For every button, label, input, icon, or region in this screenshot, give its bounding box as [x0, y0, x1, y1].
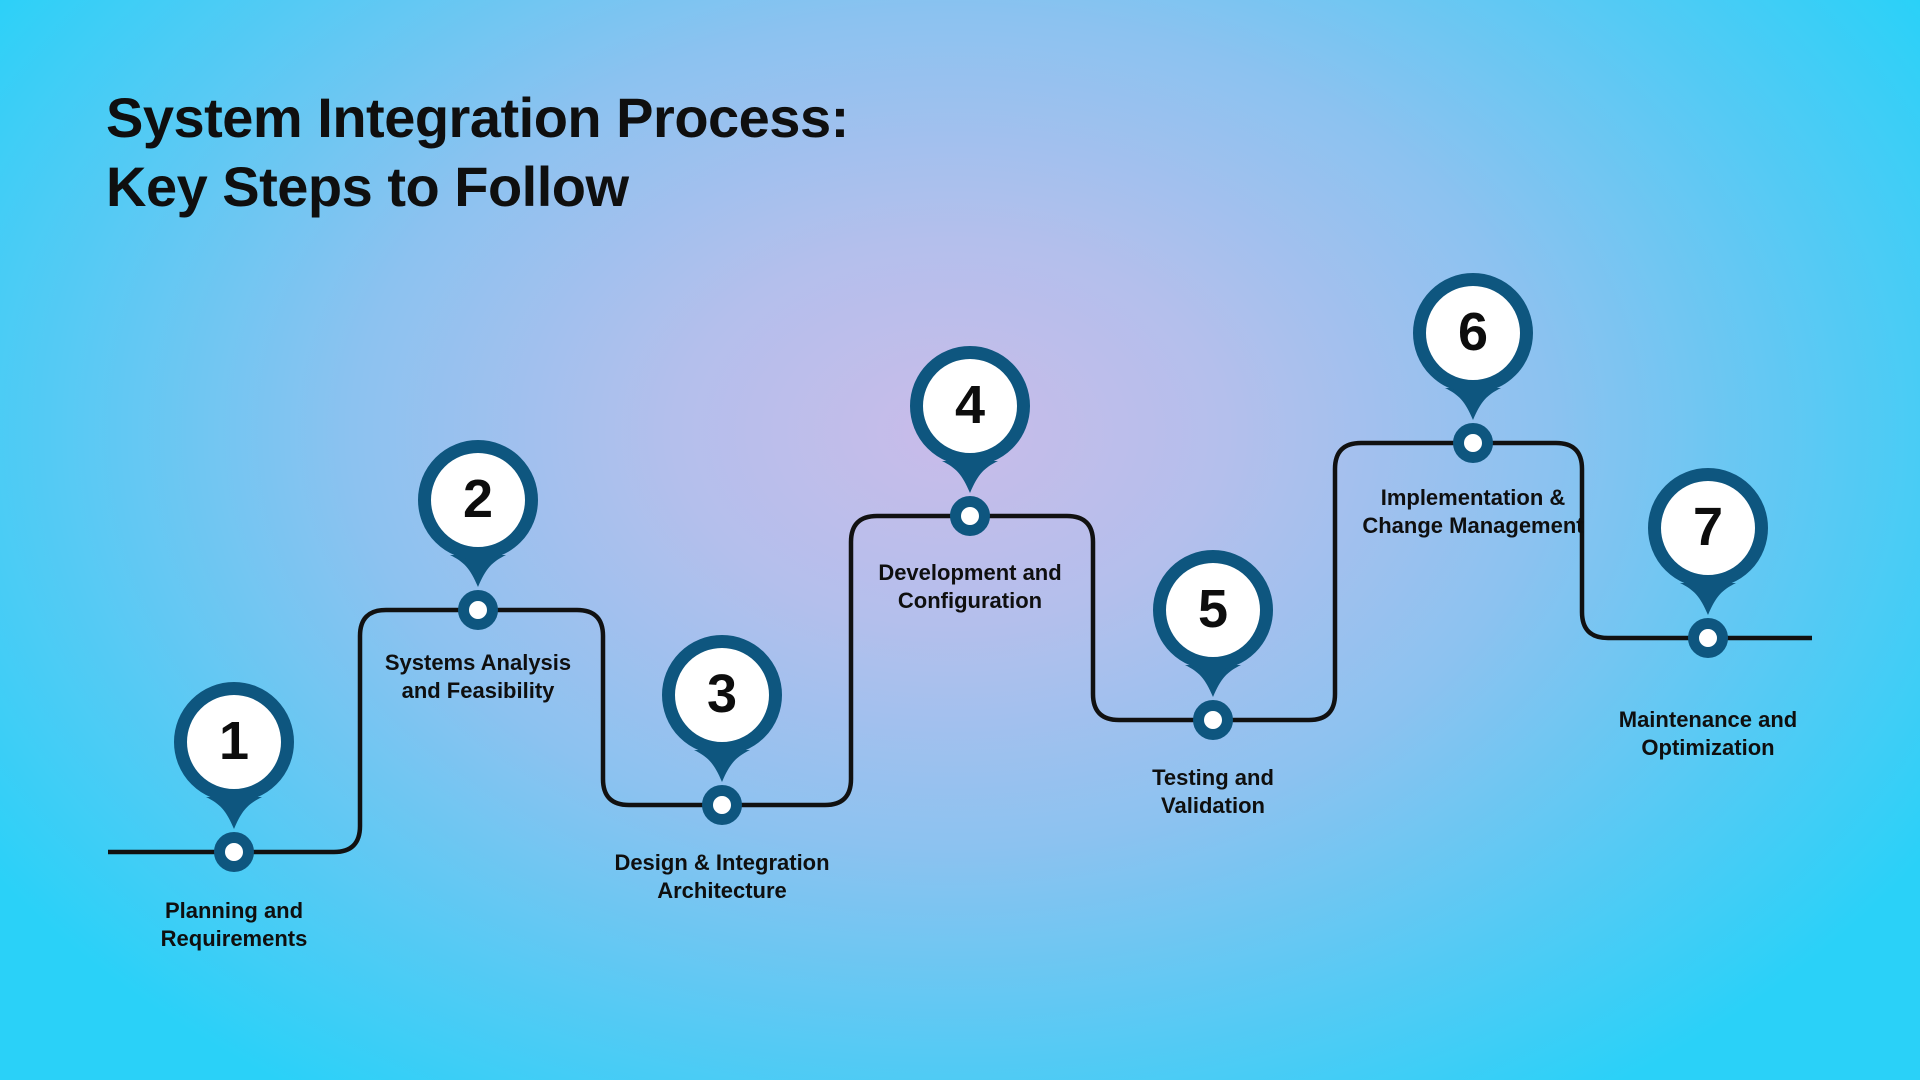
pin-tail-shape	[450, 555, 506, 587]
step-number: 5	[1197, 579, 1229, 639]
step-label-line: and Feasibility	[401, 678, 555, 703]
step-number: 2	[462, 469, 494, 529]
step-number: 6	[1457, 302, 1489, 362]
pin-tail-shape	[942, 461, 998, 493]
step-pin: 7	[1648, 468, 1768, 588]
step-pin: 5	[1153, 550, 1273, 670]
pin-tail	[1185, 665, 1241, 697]
step-label-line: Systems Analysis	[384, 650, 572, 675]
step-label-line: Development and	[878, 560, 1062, 585]
step-pin: 6	[1413, 273, 1533, 393]
step-dot	[1453, 423, 1493, 463]
step-pin: 4	[910, 346, 1030, 466]
step-number: 3	[706, 664, 738, 724]
step-pin: 1	[174, 682, 294, 802]
step-pin: 2	[418, 440, 538, 560]
step-label: Systems Analysis and Feasibility	[318, 649, 638, 705]
step-label: Implementation & Change Management	[1313, 484, 1633, 540]
pin-tail	[206, 797, 262, 829]
step-label-line: Configuration	[897, 588, 1043, 613]
step-pin: 3	[662, 635, 782, 755]
step-dot	[458, 590, 498, 630]
pin-tail	[1445, 388, 1501, 420]
pin-tail-shape	[1185, 665, 1241, 697]
step-number: 4	[954, 375, 986, 435]
page-title: System Integration Process: Key Steps to…	[106, 83, 849, 221]
step-dot	[1688, 618, 1728, 658]
step-label-line: Optimization	[1641, 735, 1775, 760]
step-label-line: Planning and	[164, 898, 304, 923]
pin-tail	[694, 750, 750, 782]
step-dot	[702, 785, 742, 825]
pin-tail	[942, 461, 998, 493]
step-label-line: Testing and	[1152, 765, 1274, 790]
pin-tail-shape	[1445, 388, 1501, 420]
step-dot	[950, 496, 990, 536]
page-title-line2: Key Steps to Follow	[106, 155, 629, 218]
step-label-line: Maintenance and	[1618, 707, 1798, 732]
pin-tail-shape	[206, 797, 262, 829]
page-title-line1: System Integration Process:	[106, 86, 849, 149]
pin-tail-shape	[694, 750, 750, 782]
step-label-line: Design & Integration	[614, 850, 830, 875]
step-dot	[1193, 700, 1233, 740]
pin-tail	[450, 555, 506, 587]
step-label-line: Requirements	[160, 926, 308, 951]
step-dot	[214, 832, 254, 872]
step-label-line: Validation	[1161, 793, 1265, 818]
pin-tail	[1680, 583, 1736, 615]
step-label-line: Architecture	[657, 878, 787, 903]
step-number: 1	[218, 711, 250, 771]
step-number: 7	[1692, 497, 1724, 557]
step-label-line: Change Management	[1362, 513, 1584, 538]
pin-tail-shape	[1680, 583, 1736, 615]
step-label-line: Implementation &	[1380, 485, 1566, 510]
